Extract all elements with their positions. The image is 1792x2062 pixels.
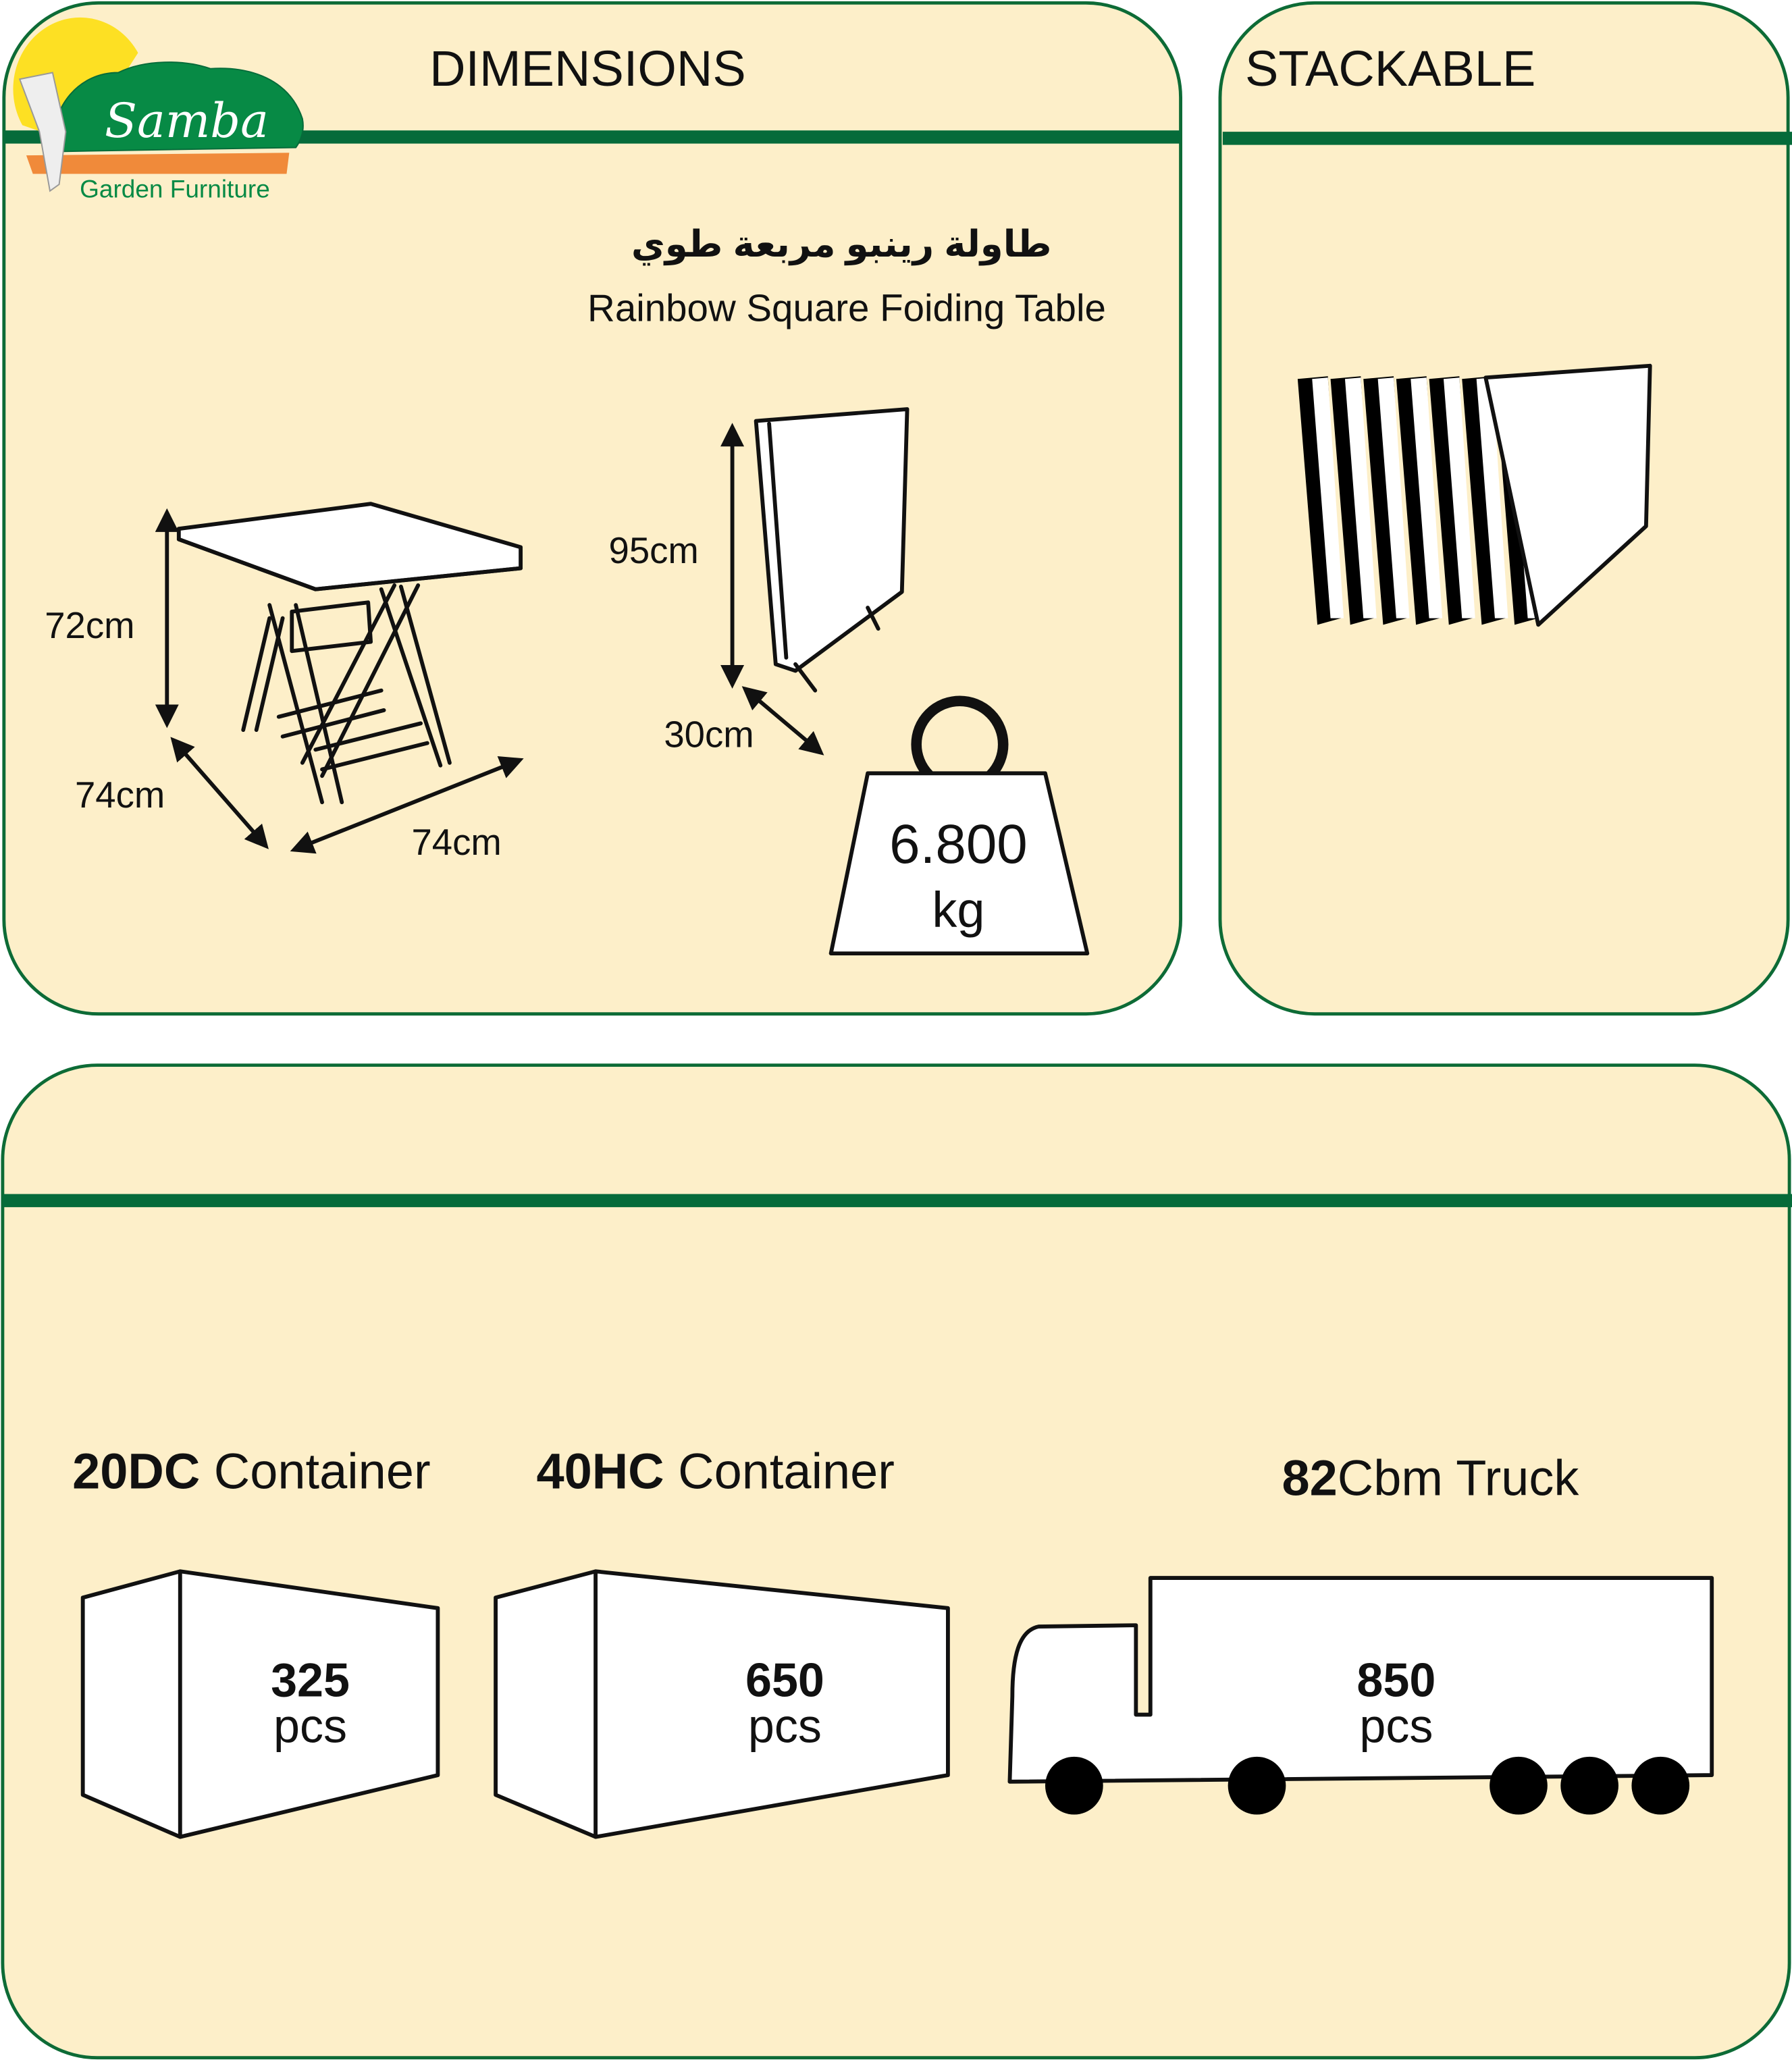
truck-82cbm: 82Cbm Truck 850 pcs xyxy=(1007,1450,1714,1815)
stackable-panel: STACKABLE xyxy=(1218,1,1792,1016)
container-40hc: 40HC Container 650 pcs xyxy=(494,1444,950,1839)
stackable-header-bar xyxy=(1222,132,1792,145)
stacked-tables-drawing xyxy=(1297,363,1652,627)
height-label: 72cm xyxy=(45,605,134,646)
folded-depth-label: 30cm xyxy=(664,714,754,755)
weight-icon: 6.800 kg xyxy=(828,695,1090,956)
weight-unit: kg xyxy=(932,882,984,938)
logo-brand-name: Samba xyxy=(105,93,269,149)
loading-panel: 20DC Container 325 pcs 40HC Container 65… xyxy=(1,1063,1792,2060)
truck-label: 82Cbm Truck xyxy=(1282,1450,1579,1506)
container-20dc: 20DC Container 325 pcs xyxy=(72,1444,440,1839)
weight-value: 6.800 xyxy=(889,814,1028,875)
stackable-heading: STACKABLE xyxy=(1245,41,1535,97)
table-drawing: 72cm 74cm 74cm xyxy=(45,502,524,863)
container-20dc-qty: 325 xyxy=(271,1654,350,1706)
folded-height-label: 95cm xyxy=(609,530,699,571)
samba-logo: Samba Garden Furniture xyxy=(13,17,304,203)
container-40hc-unit: pcs xyxy=(748,1699,822,1752)
width-label: 74cm xyxy=(411,822,501,863)
product-name-english: Rainbow Square Foiding Table xyxy=(587,287,1106,329)
dimensions-heading: DIMENSIONS xyxy=(429,41,746,97)
truck-unit: pcs xyxy=(1359,1699,1433,1752)
dimensions-panel: DIMENSIONS Samba Garden Furniture طاولة … xyxy=(2,1,1182,1016)
loading-header-bar xyxy=(2,1194,1792,1207)
container-20dc-unit: pcs xyxy=(273,1699,347,1752)
container-40hc-label: 40HC Container xyxy=(536,1444,895,1500)
folded-table-drawing: 95cm 30cm xyxy=(609,407,910,756)
container-20dc-label: 20DC Container xyxy=(72,1444,431,1500)
truck-wheels xyxy=(1045,1756,1690,1815)
truck-qty: 850 xyxy=(1356,1654,1435,1706)
logo-tagline: Garden Furniture xyxy=(80,175,270,203)
product-name-arabic: طاولة رينبو مربعة طوي xyxy=(631,223,1052,266)
container-40hc-qty: 650 xyxy=(745,1654,824,1706)
depth-label: 74cm xyxy=(75,774,165,816)
